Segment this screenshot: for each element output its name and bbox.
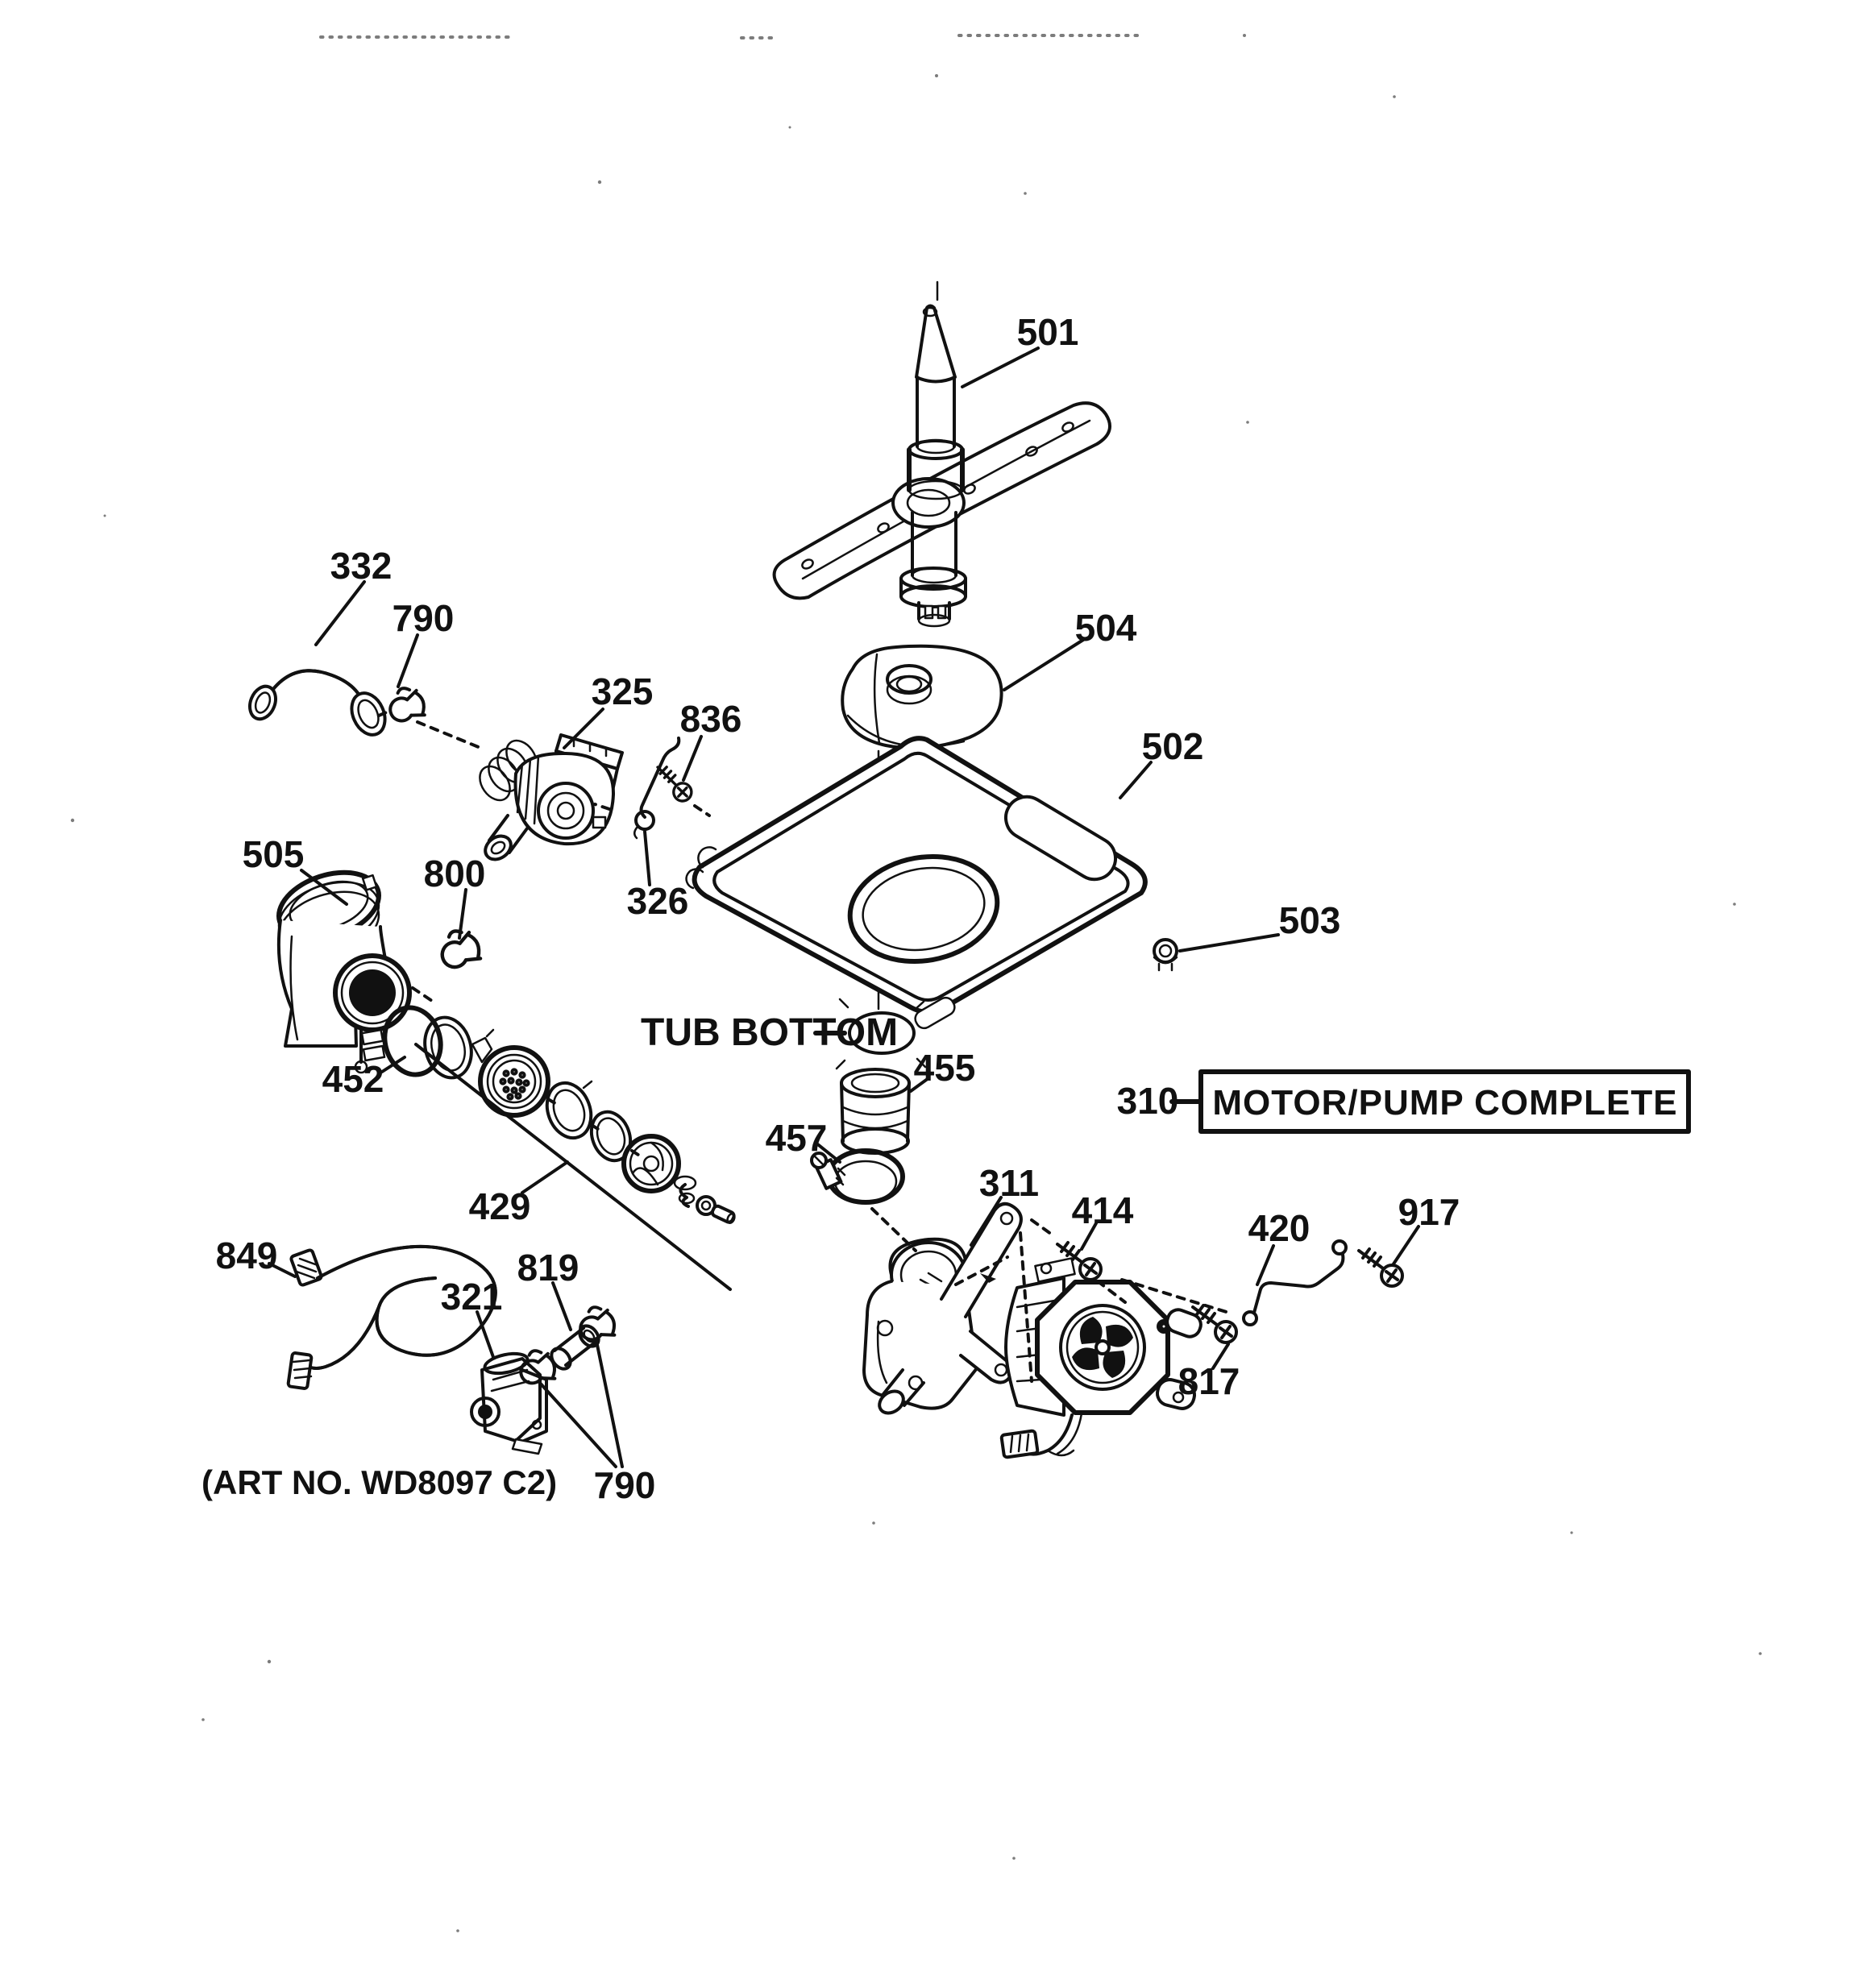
art-number: (ART NO. WD8097 C2) xyxy=(201,1463,557,1501)
part-label-321: 321 xyxy=(441,1276,503,1318)
hose-clamp-457 xyxy=(810,1148,905,1205)
part-label-849: 849 xyxy=(216,1235,278,1276)
part-label-502: 502 xyxy=(1142,725,1204,767)
leader-lines xyxy=(268,347,1420,1468)
tower-cone xyxy=(915,304,957,384)
part-label-836: 836 xyxy=(680,698,742,740)
part-number-labels: 501 332 790 325 836 504 502 503 505 800 … xyxy=(216,311,1460,1506)
drain-pump-325 xyxy=(479,733,624,861)
part-label-332: 332 xyxy=(330,545,393,587)
pump-housing-311 xyxy=(862,1202,1023,1415)
part-label-310: 310 xyxy=(1117,1080,1179,1122)
tub-bottom-label: TUB BOTTOM xyxy=(641,1011,898,1054)
part-label-501: 501 xyxy=(1017,311,1079,353)
retainer-wire-836 xyxy=(633,737,681,840)
screen-handle-slot xyxy=(1003,795,1118,882)
seal-kit-429 xyxy=(414,1043,736,1291)
spring-clamp-790-top xyxy=(384,682,429,725)
part-label-452: 452 xyxy=(322,1058,384,1100)
part-label-917: 917 xyxy=(1398,1191,1460,1233)
nut-503 xyxy=(1153,938,1178,972)
spray-arm-assembly-501 xyxy=(772,280,1112,628)
part-label-420: 420 xyxy=(1248,1207,1310,1249)
inlet-volute-505 xyxy=(276,869,412,1048)
part-label-457: 457 xyxy=(766,1117,828,1159)
part-label-414: 414 xyxy=(1072,1189,1134,1231)
filter-screen-502 xyxy=(685,736,1148,1030)
hose-sleeve-819 xyxy=(550,1324,600,1371)
part-label-326: 326 xyxy=(627,880,689,922)
fan-icon xyxy=(1072,1317,1133,1378)
spray-arm-hub xyxy=(891,477,966,529)
part-label-429: 429 xyxy=(469,1185,531,1227)
wire-harness-849 xyxy=(286,1244,497,1390)
part-label-504: 504 xyxy=(1075,607,1137,649)
part-label-455: 455 xyxy=(914,1047,976,1089)
part-label-819: 819 xyxy=(517,1247,579,1289)
assembly-dashes xyxy=(377,709,711,1158)
part-label-505: 505 xyxy=(243,833,305,875)
ground-wire-420 xyxy=(1242,1239,1348,1326)
coupling-455 xyxy=(840,1068,911,1155)
solenoid-valve-321 xyxy=(470,1351,548,1455)
callout-310: 310 MOTOR/PUMP COMPLETE xyxy=(1117,1069,1691,1134)
screw-917 xyxy=(1357,1247,1404,1288)
part-label-503: 503 xyxy=(1279,899,1341,941)
part-label-817: 817 xyxy=(1178,1360,1240,1402)
group-bracket-line xyxy=(414,1043,732,1291)
part-label-800: 800 xyxy=(424,853,486,894)
tub-bottom-ring xyxy=(813,998,927,1070)
screen-center-hole xyxy=(847,853,1000,965)
callout-box xyxy=(1198,1069,1691,1134)
part-label-790-top: 790 xyxy=(393,597,455,639)
callout-box-label: MOTOR/PUMP COMPLETE xyxy=(1212,1083,1677,1123)
pump-cover-cap-504 xyxy=(841,644,1003,750)
mesh-area xyxy=(712,751,1130,1002)
perforations xyxy=(499,1068,530,1101)
scan-artifacts xyxy=(70,34,1762,1932)
part-label-325: 325 xyxy=(592,670,654,712)
drain-hose-332 xyxy=(248,669,387,737)
part-label-311: 311 xyxy=(979,1162,1039,1204)
alignment-dashes xyxy=(870,1207,1233,1383)
part-label-790-bottom: 790 xyxy=(594,1464,656,1506)
motor-310 xyxy=(999,1257,1202,1459)
